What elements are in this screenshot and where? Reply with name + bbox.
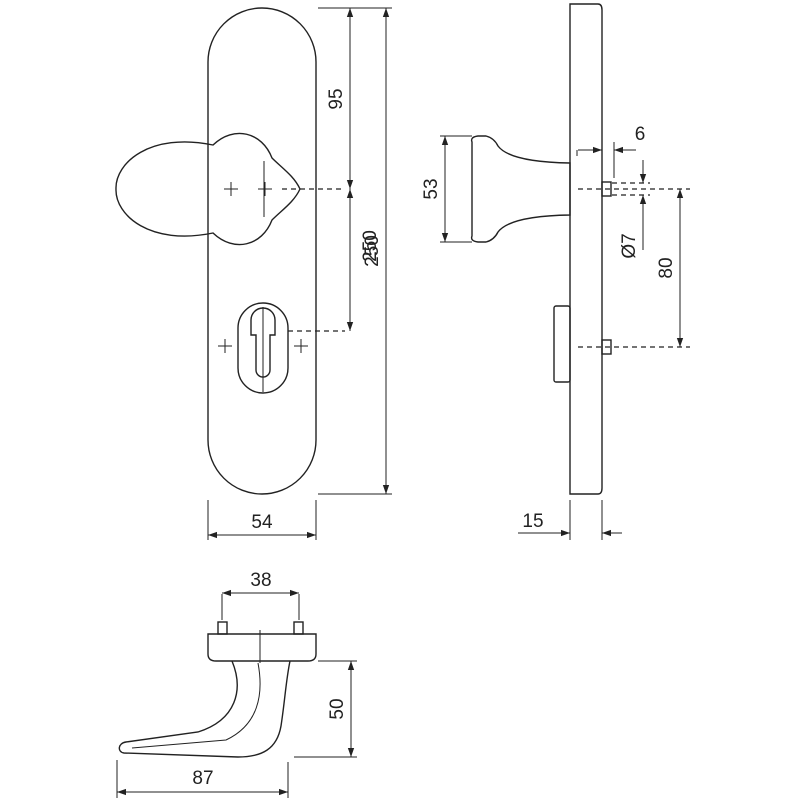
dimension-plate-thickness: 15	[518, 500, 622, 540]
dim-label-53: 53	[421, 178, 442, 199]
dimension-rose-width: 38	[221, 570, 300, 620]
dim-label-15: 15	[522, 511, 543, 532]
plate-side-outline	[569, 3, 603, 495]
dimension-handle-length: 87	[116, 760, 289, 798]
dim-label-87: 87	[192, 768, 213, 789]
handle-lever-outline	[118, 660, 291, 758]
dim-label-6: 6	[635, 124, 646, 145]
cylinder-housing-side	[553, 305, 571, 383]
dimension-screw-offset: 6	[578, 124, 645, 178]
rose-pins	[217, 621, 304, 635]
dim-label-54: 54	[251, 512, 273, 533]
dimension-knob-offset: 95	[326, 8, 354, 189]
front-view: 54 250 95 250	[115, 7, 392, 540]
knob-spindle-marks	[224, 161, 345, 217]
dimension-knob-to-cylinder: 250	[346, 189, 381, 331]
dimension-pin-spacing: 80	[656, 189, 684, 347]
dim-label-50: 50	[327, 698, 348, 719]
dimension-plate-height: 250	[318, 7, 392, 495]
door-plate-outline	[207, 7, 317, 495]
cylinder-escutcheon	[218, 302, 345, 394]
door-knob-outline	[115, 132, 301, 246]
dimension-plate-width: 54	[207, 500, 317, 540]
knob-side-outline	[470, 135, 571, 243]
fixing-pins	[578, 181, 690, 355]
dim-label-diameter-7: Ø7	[619, 233, 640, 258]
handle-view: 38 50 87	[116, 570, 357, 798]
dim-label-38: 38	[250, 570, 271, 591]
handle-rose-outline	[207, 633, 317, 662]
side-view: 53 6 Ø7 80 15	[421, 3, 690, 540]
dimension-knob-diameter: 53	[421, 135, 472, 243]
dimension-pin-diameter: Ø7	[619, 160, 647, 259]
dim-label-95: 95	[326, 88, 347, 109]
dim-label-250-inner: 250	[360, 230, 381, 262]
dim-label-80: 80	[656, 257, 677, 278]
dim-label-250-overall: 250	[362, 235, 383, 267]
dimension-handle-height: 50	[294, 660, 357, 758]
